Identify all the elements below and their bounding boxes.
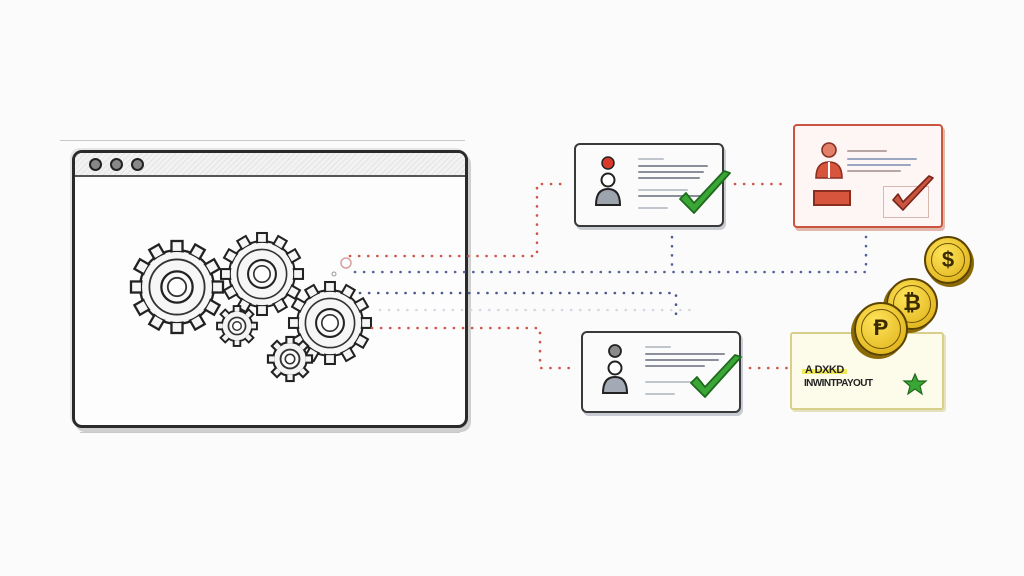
text-line: [847, 164, 911, 166]
payout-subtitle: INWINTPAYOUT: [804, 378, 873, 389]
connector-origin-icon: [340, 257, 352, 269]
checkbox-frame: [883, 186, 929, 218]
payout-title-wrap: A DXKD: [802, 360, 847, 378]
sketch-guide: [60, 140, 465, 141]
browser-window: [72, 150, 468, 428]
coin-dollar: $: [924, 236, 972, 284]
text-line: [638, 177, 700, 179]
text-line: [645, 381, 695, 383]
browser-title-bar: [75, 153, 465, 177]
action-button-placeholder: [813, 190, 851, 206]
check-icon: [679, 170, 731, 214]
text-line: [638, 171, 704, 173]
review-card: [793, 124, 943, 228]
window-control-dot: [110, 158, 123, 171]
coin-symbol: ₿: [903, 290, 921, 315]
text-line: [847, 158, 917, 160]
coin-crypto: Ᵽ: [854, 302, 908, 356]
text-line: [638, 165, 708, 167]
text-line: [645, 346, 671, 348]
text-line: [645, 359, 719, 361]
star-icon: [902, 372, 928, 396]
text-line: [638, 189, 688, 191]
sketch-guide: [80, 432, 460, 433]
window-control-dot: [89, 158, 102, 171]
text-line: [847, 150, 887, 152]
coin-symbol: Ᵽ: [873, 315, 889, 340]
text-line: [645, 365, 705, 367]
check-icon: [690, 354, 742, 398]
check-icon: [892, 175, 934, 211]
text-line: [638, 158, 664, 160]
profile-card-bottom: [581, 331, 742, 413]
text-line: [847, 170, 901, 172]
text-line: [645, 353, 725, 355]
coin-symbol: $: [941, 247, 955, 272]
avatar-icon: [815, 142, 843, 179]
window-control-dot: [131, 158, 144, 171]
avatar-icon: [594, 156, 622, 206]
avatar-icon: [601, 344, 629, 394]
text-line: [638, 195, 702, 197]
profile-card-top: [574, 143, 731, 227]
text-line: [645, 393, 675, 395]
text-line: [638, 207, 668, 209]
payout-title: A DXKD: [802, 364, 847, 376]
